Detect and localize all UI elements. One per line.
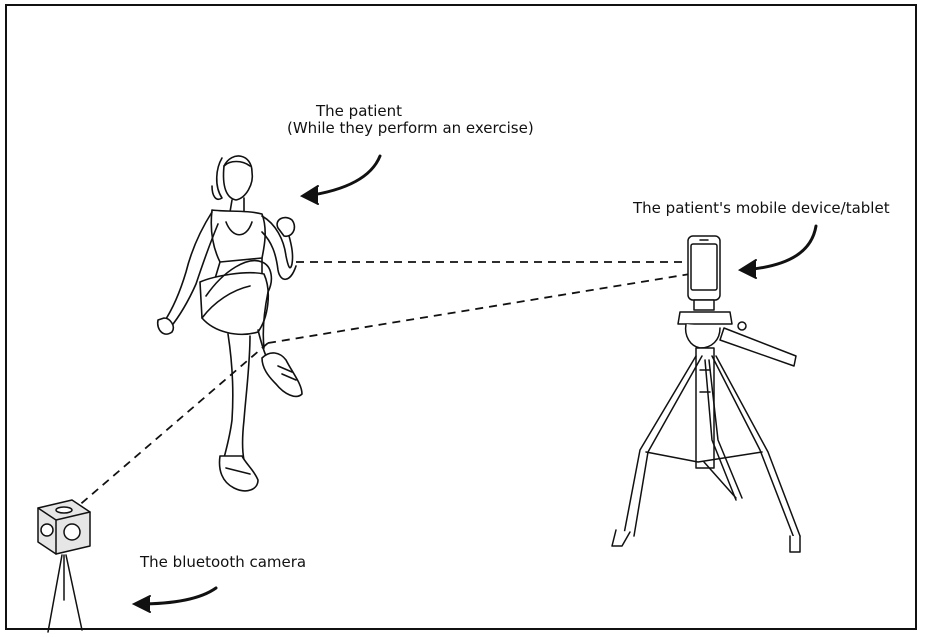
camera-label: The bluetooth camera <box>140 553 306 571</box>
device-label: The patient's mobile device/tablet <box>633 199 890 217</box>
patient-title: The patient <box>316 102 402 120</box>
curved-arrow-icon <box>302 156 380 204</box>
patient-illustration <box>158 156 302 491</box>
device-tripod-illustration <box>612 236 800 552</box>
camera-tripod-illustration <box>38 500 90 632</box>
sight-line-device-lower <box>268 274 690 343</box>
curved-arrow-icon <box>740 226 816 278</box>
sight-lines <box>76 262 690 508</box>
curved-arrow-icon <box>134 588 216 612</box>
patient-subtitle: (While they perform an exercise) <box>287 119 534 137</box>
